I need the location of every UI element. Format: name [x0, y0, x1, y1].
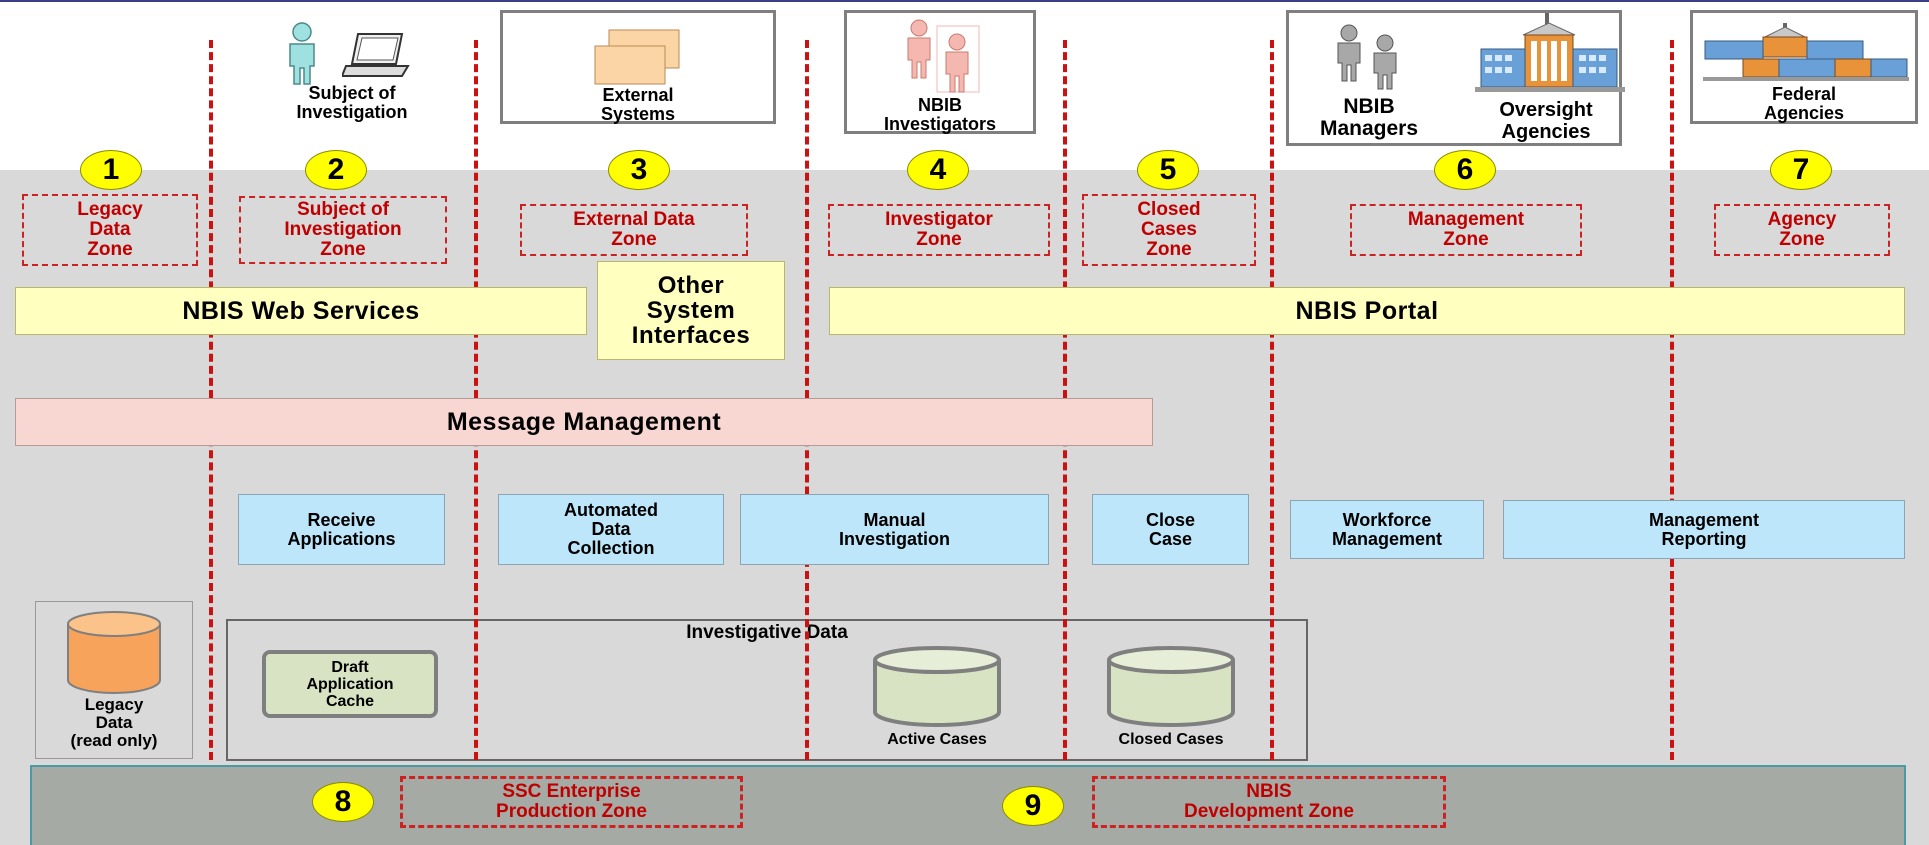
badge-1: 1	[80, 150, 142, 190]
zone-nbis-development: NBIS Development Zone	[1092, 776, 1446, 828]
nbis-web-services-bar: NBIS Web Services	[15, 287, 587, 335]
zone-divider-6	[1670, 40, 1674, 760]
badge-3: 3	[608, 150, 670, 190]
automated-data-collection-box: Automated Data Collection	[498, 494, 724, 565]
badge-5: 5	[1137, 150, 1199, 190]
laptop-icon	[342, 30, 422, 80]
managers-icon	[1329, 21, 1411, 91]
badge-8: 8	[312, 782, 374, 822]
actor-investigators-label: NBIB Investigators	[883, 95, 997, 134]
management-reporting-box: Management Reporting	[1503, 500, 1905, 559]
other-system-interfaces-box: Other System Interfaces	[597, 261, 785, 360]
zone-external-data: External Data Zone	[520, 204, 748, 256]
external-systems-box: External Systems	[500, 10, 776, 124]
closed-cases-database-icon	[1106, 646, 1236, 728]
active-cases-label: Active Cases	[887, 731, 987, 748]
zone-ssc-enterprise-production: SSC Enterprise Production Zone	[400, 776, 743, 828]
zone-management: Management Zone	[1350, 204, 1582, 256]
nbib-investigators-box: NBIB Investigators	[844, 10, 1036, 134]
actor-external-systems-label: External Systems	[600, 85, 676, 124]
zone-divider-5	[1270, 40, 1274, 760]
person-icon	[282, 20, 342, 85]
zone-closed-cases: Closed Cases Zone	[1082, 194, 1256, 266]
top-border-line	[0, 0, 1929, 2]
managers-oversight-box: NBIB Managers Oversight Agencies	[1286, 10, 1625, 146]
investigative-data-container	[226, 619, 1308, 761]
federal-buildings-icon	[1703, 17, 1909, 81]
zone-legacy-data: Legacy Data Zone	[22, 194, 198, 266]
actor-subject-label: Subject of Investigation	[296, 83, 408, 122]
investigative-data-title: Investigative Data	[686, 622, 848, 643]
badge-7: 7	[1770, 150, 1832, 190]
close-case-box: Close Case	[1092, 494, 1249, 565]
zone-agency: Agency Zone	[1714, 204, 1890, 256]
investigators-icon	[899, 16, 981, 94]
legacy-data-label: Legacy Data (read only)	[70, 695, 158, 750]
nbis-portal-bar: NBIS Portal	[829, 287, 1905, 335]
government-building-icon	[1475, 13, 1625, 93]
message-management-bar: Message Management	[15, 398, 1153, 446]
legacy-database-icon	[65, 610, 163, 696]
badge-6: 6	[1434, 150, 1496, 190]
legacy-data-box: Legacy Data (read only)	[35, 601, 193, 759]
badge-4: 4	[907, 150, 969, 190]
badge-2: 2	[305, 150, 367, 190]
workforce-management-box: Workforce Management	[1290, 500, 1484, 559]
receive-applications-box: Receive Applications	[238, 494, 445, 565]
federal-agencies-box: Federal Agencies	[1690, 10, 1918, 124]
zone-subject-of-investigation: Subject of Investigation Zone	[239, 196, 447, 264]
actor-managers-label: NBIB Managers	[1319, 95, 1419, 140]
zone-investigator: Investigator Zone	[828, 204, 1050, 256]
active-cases-database-icon	[872, 646, 1002, 728]
badge-9: 9	[1002, 786, 1064, 826]
manual-investigation-box: Manual Investigation	[740, 494, 1049, 565]
draft-application-cache: Draft Application Cache	[262, 650, 438, 718]
actor-oversight-label: Oversight Agencies	[1499, 99, 1593, 143]
closed-cases-label: Closed Cases	[1118, 731, 1224, 748]
documents-icon	[591, 28, 691, 86]
actor-federal-label: Federal Agencies	[1763, 84, 1845, 123]
